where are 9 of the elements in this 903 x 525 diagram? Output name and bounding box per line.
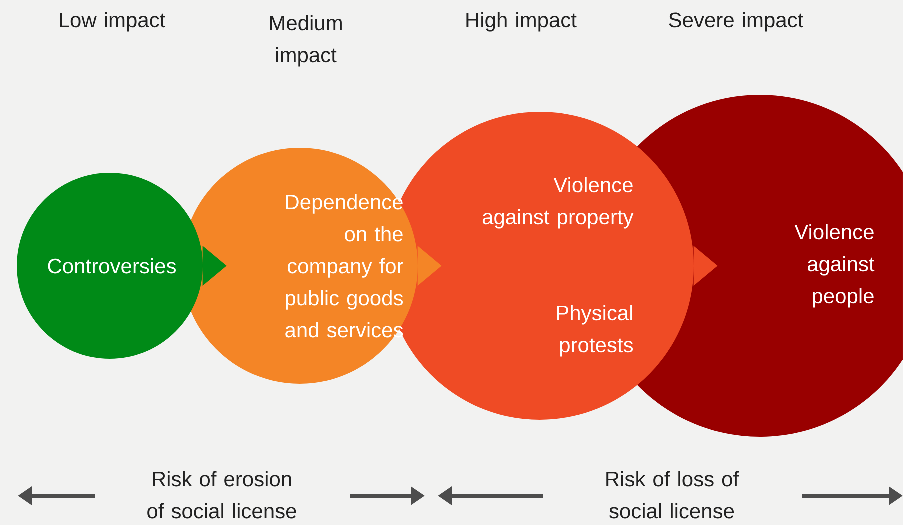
label-text: Risk of erosion of social license xyxy=(148,471,296,519)
pointer-triangle xyxy=(202,246,227,286)
label-text: Low impact xyxy=(60,12,166,32)
pointer-triangle xyxy=(418,246,442,286)
label-text: Medium impact xyxy=(270,15,342,67)
label-text: High impact xyxy=(466,12,577,32)
label-text: Risk of loss of social license xyxy=(606,471,740,519)
label-text: Severe impact xyxy=(669,12,804,32)
pointer-triangle xyxy=(694,246,718,286)
